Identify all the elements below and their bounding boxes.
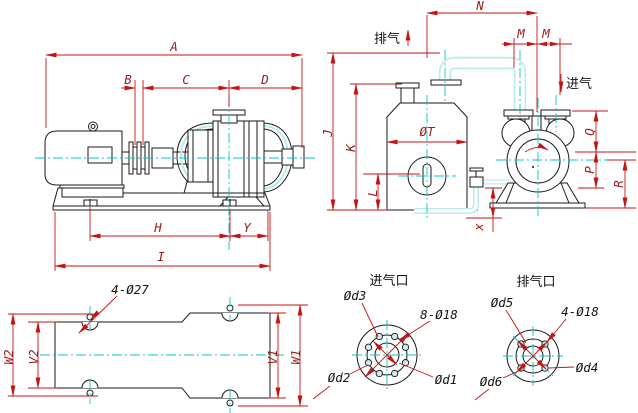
dim-label-v2: V2: [26, 349, 41, 364]
valve-handle: [469, 167, 484, 172]
inlet-bolt-holes: [364, 332, 410, 378]
discharge-flange: [503, 109, 534, 117]
dim-label-d6: Ød6: [480, 374, 503, 389]
dim-label-r: R: [611, 180, 626, 188]
plan-holes-label: 4-Ø27: [111, 282, 149, 297]
plan-view-dimensions: 4-Ø27 W2 V2 V1 W1: [1, 282, 308, 407]
drain-valve: [469, 176, 484, 188]
dim-label-w1: W1: [288, 349, 303, 364]
tank-nozzle-flange: [395, 82, 420, 89]
dim-label-l: L: [365, 189, 380, 197]
dim-label-n: N: [475, 0, 484, 13]
inlet-flange-callouts: 进气口 Ød3 8-Ø18 Ød2 Ød1: [312, 273, 458, 400]
outlet-flange-title: 排气口: [516, 274, 555, 290]
dim-label-d4: Ød4: [576, 360, 599, 375]
inlet-holes-label: 8-Ø18: [420, 307, 458, 322]
bearing-bracket: [187, 129, 214, 183]
dim-label-k: K: [343, 143, 358, 153]
discharge-pipe: [430, 56, 527, 110]
dim-label-j: J: [320, 129, 335, 138]
dim-label-h: H: [153, 220, 162, 235]
dim-label-v1: V1: [265, 349, 280, 364]
dim-label-w2: W2: [1, 349, 16, 364]
dim-label-m2: M: [541, 26, 550, 41]
plan-view: 4-Ø27 W2 V2 V1 W1: [1, 282, 308, 413]
front-view: N M M J K L ØT x Q P R 排气 进气: [320, 0, 636, 232]
rotation-arrow: [524, 142, 549, 153]
dim-label-b: B: [124, 72, 132, 87]
dim-label-i: I: [157, 249, 165, 264]
motor: [44, 121, 125, 198]
drain-pipe: [414, 167, 509, 214]
intake-label: 进气: [566, 76, 592, 92]
dim-label-d: D: [260, 72, 269, 87]
dim-label-p: P: [582, 166, 597, 174]
motor-nameplate: [87, 146, 113, 164]
dim-label-x: x: [471, 223, 486, 232]
dim-label-m1: M: [516, 26, 525, 41]
motor-eyebolt: [88, 121, 98, 132]
baseplate-side: [52, 187, 271, 211]
pump-front: [489, 109, 586, 209]
dim-label-c: C: [182, 72, 190, 87]
dim-label-q: Q: [582, 128, 597, 136]
pump-side: [176, 109, 305, 207]
suction-flange: [540, 109, 571, 117]
dim-label-d1: Ød1: [435, 372, 458, 387]
dim-label-t: ØT: [419, 124, 436, 139]
pump-center-stub: [531, 115, 542, 132]
pump-shaft-end: [263, 150, 283, 164]
tank-riser-flange: [430, 79, 462, 86]
inlet-flange-view: 进气口 Ød3 8-Ø18 Ød2 Ød1: [312, 273, 458, 400]
outlet-flange-callouts: 排气口 Ød5 4-Ø18 Ød6 Ød4: [474, 274, 599, 401]
exhaust-label: 排气: [374, 31, 400, 47]
dim-label-d2: Ød2: [328, 370, 351, 385]
dim-label-a: A: [169, 39, 178, 54]
front-view-dimensions: N M M J K L ØT x Q P R 排气 进气: [320, 0, 636, 232]
inlet-flange-title: 进气口: [369, 273, 408, 289]
outlet-holes-label: 4-Ø18: [561, 304, 599, 319]
dim-label-y: Y: [243, 220, 252, 235]
dim-label-d5: Ød5: [491, 295, 514, 310]
side-view: A B C D H Y I: [35, 39, 315, 271]
side-view-dimensions: A B C D H Y I: [45, 39, 303, 271]
outlet-flange-view: 排气口 Ød5 4-Ø18 Ød6 Ød4: [474, 274, 599, 401]
dim-label-d3: Ød3: [344, 288, 367, 303]
